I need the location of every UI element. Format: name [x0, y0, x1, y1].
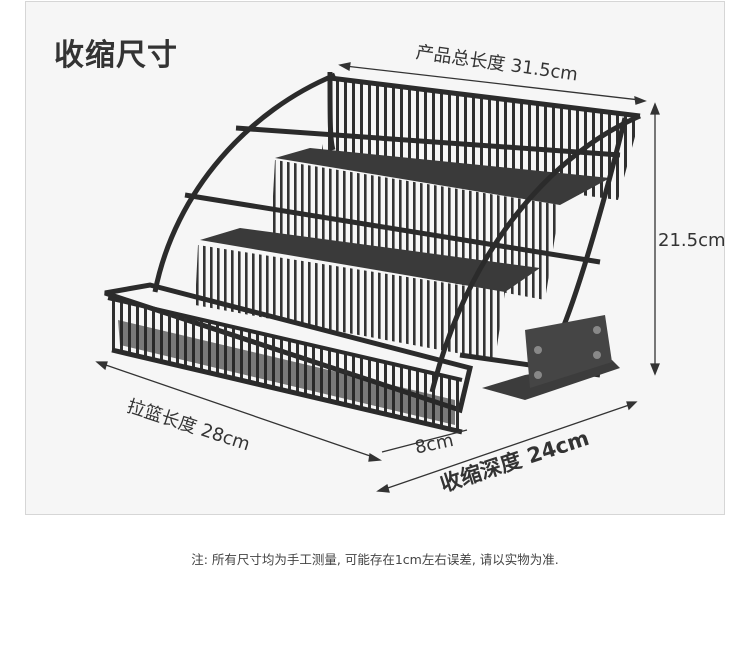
mounting-bracket	[482, 315, 620, 400]
height-label: 21.5cm	[658, 230, 726, 251]
pull-out-basket	[104, 282, 473, 435]
top-shelf-plate	[275, 148, 610, 205]
section-title: 收缩尺寸	[54, 38, 178, 73]
middle-shelf-plate	[200, 228, 540, 292]
measurement-note: 注: 所有尺寸均为手工测量, 可能存在1cm左右误差, 请以实物为准.	[191, 552, 559, 567]
lower-tier-railing	[195, 245, 505, 360]
dimension-lines	[95, 62, 660, 493]
